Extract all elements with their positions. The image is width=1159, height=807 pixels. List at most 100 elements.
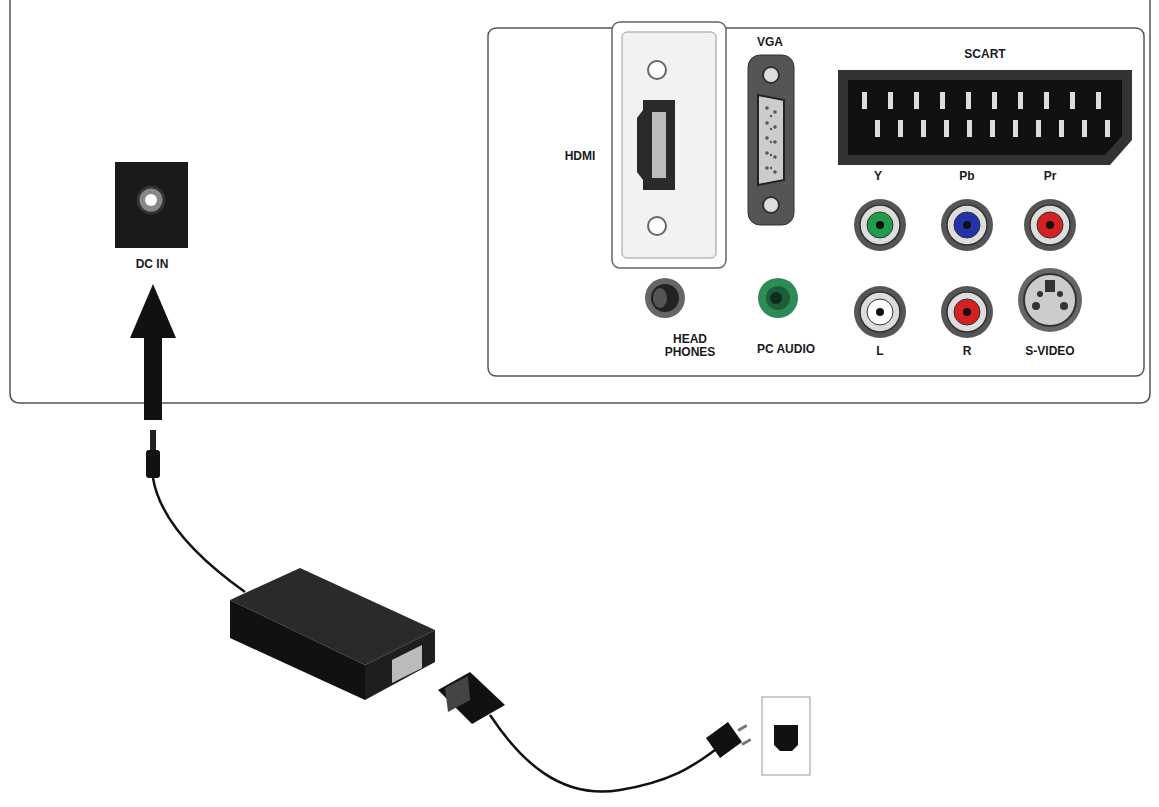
hdmi-tongue — [652, 112, 666, 178]
rca-jack — [1030, 205, 1070, 245]
port-label: SCART — [964, 48, 1005, 61]
rca-jack — [1037, 212, 1063, 238]
screw — [648, 217, 666, 235]
port-label: S-VIDEO — [1025, 345, 1074, 358]
scart-pin — [944, 120, 949, 137]
outlet-socket — [774, 725, 798, 751]
vga-pin — [773, 170, 777, 174]
arrow-shaft — [144, 335, 162, 420]
svideo-port — [1018, 268, 1082, 332]
port-label: Pr — [1044, 170, 1057, 183]
rca-jack — [867, 299, 893, 325]
scart-pin — [1044, 92, 1049, 109]
rca-jack — [860, 205, 900, 245]
port-label: DC IN — [136, 258, 169, 271]
screw — [648, 61, 666, 79]
dc-socket-hole — [138, 187, 164, 213]
port-label: HDMI — [565, 150, 596, 163]
dc-socket-pin — [145, 194, 157, 206]
scart-pin — [875, 120, 880, 137]
port-label: VGA — [757, 36, 783, 49]
dc-plug — [146, 450, 160, 478]
scart-pin — [1018, 92, 1023, 109]
scart-pin — [1013, 120, 1018, 137]
scart-pin — [967, 120, 972, 137]
arrow-head — [130, 284, 176, 338]
scart-pin — [888, 92, 893, 109]
scart-face — [848, 80, 1122, 155]
iec-plug — [438, 672, 505, 724]
dc-cable — [153, 478, 245, 592]
port-label: HEAD PHONES — [655, 333, 725, 359]
scart-pin — [898, 120, 903, 137]
rca-jack — [867, 212, 893, 238]
port-label: L — [876, 345, 883, 358]
port-label: R — [963, 345, 972, 358]
rca-jack-pin — [963, 221, 971, 229]
dc-socket — [115, 162, 188, 248]
pc-audio-jack — [766, 286, 790, 310]
vga-pin — [765, 151, 769, 155]
vga-body — [748, 55, 794, 225]
hdmi-port — [637, 100, 675, 190]
mains-cable — [490, 715, 718, 792]
vga-pin — [765, 121, 769, 125]
scart-pin — [990, 120, 995, 137]
pc-audio-jack — [758, 278, 798, 318]
mains-plug — [706, 722, 742, 758]
adapter-brick — [365, 630, 435, 700]
vga-pin — [770, 141, 772, 143]
rca-jack-pin — [876, 308, 884, 316]
hdmi-frame — [612, 22, 726, 268]
screw — [763, 197, 779, 213]
housing — [10, 0, 1150, 403]
rca-jack-pin — [963, 308, 971, 316]
scart-pin — [1082, 120, 1087, 137]
scart-pin — [1036, 120, 1041, 137]
dc-plug-tip — [150, 430, 156, 452]
svideo-key — [1045, 280, 1055, 292]
headphone-jack — [653, 288, 667, 308]
wall-outlet — [762, 697, 810, 775]
scart-pin — [1096, 92, 1101, 109]
port-label: Y — [874, 170, 882, 183]
vga-pin — [773, 125, 777, 129]
scart-pin — [1105, 120, 1110, 137]
vga-pin — [770, 167, 772, 169]
vga-pin — [773, 155, 777, 159]
pc-audio-jack — [770, 292, 782, 304]
screw — [763, 67, 779, 83]
scart-pin — [1070, 92, 1075, 109]
rca-jack — [1024, 199, 1076, 251]
scart-pin — [921, 120, 926, 137]
port-label: Pb — [959, 170, 974, 183]
rca-jack — [860, 292, 900, 332]
adapter-inlet — [392, 645, 422, 683]
scart-pin — [862, 92, 867, 109]
adapter-brick — [230, 600, 365, 700]
headphone-jack — [645, 278, 685, 318]
rca-jack — [941, 286, 993, 338]
rca-jack — [941, 199, 993, 251]
rca-jack — [954, 299, 980, 325]
rca-jack — [854, 199, 906, 251]
vga-pin — [765, 136, 769, 140]
scart-pin — [940, 92, 945, 109]
vga-pin — [770, 154, 772, 156]
scart-pin — [992, 92, 997, 109]
scart-pin — [914, 92, 919, 109]
hdmi-plate — [622, 32, 716, 258]
scart-pin — [966, 92, 971, 109]
vga-pin — [770, 128, 772, 130]
rca-jack — [947, 292, 987, 332]
scart-pin — [1059, 120, 1064, 137]
rca-jack — [947, 205, 987, 245]
vga-pin — [765, 166, 769, 170]
scart-body — [838, 70, 1132, 165]
rca-jack — [954, 212, 980, 238]
vga-pin — [770, 115, 772, 117]
svideo-port — [1024, 274, 1076, 326]
headphone-jack — [651, 284, 679, 312]
vga-pin — [773, 140, 777, 144]
